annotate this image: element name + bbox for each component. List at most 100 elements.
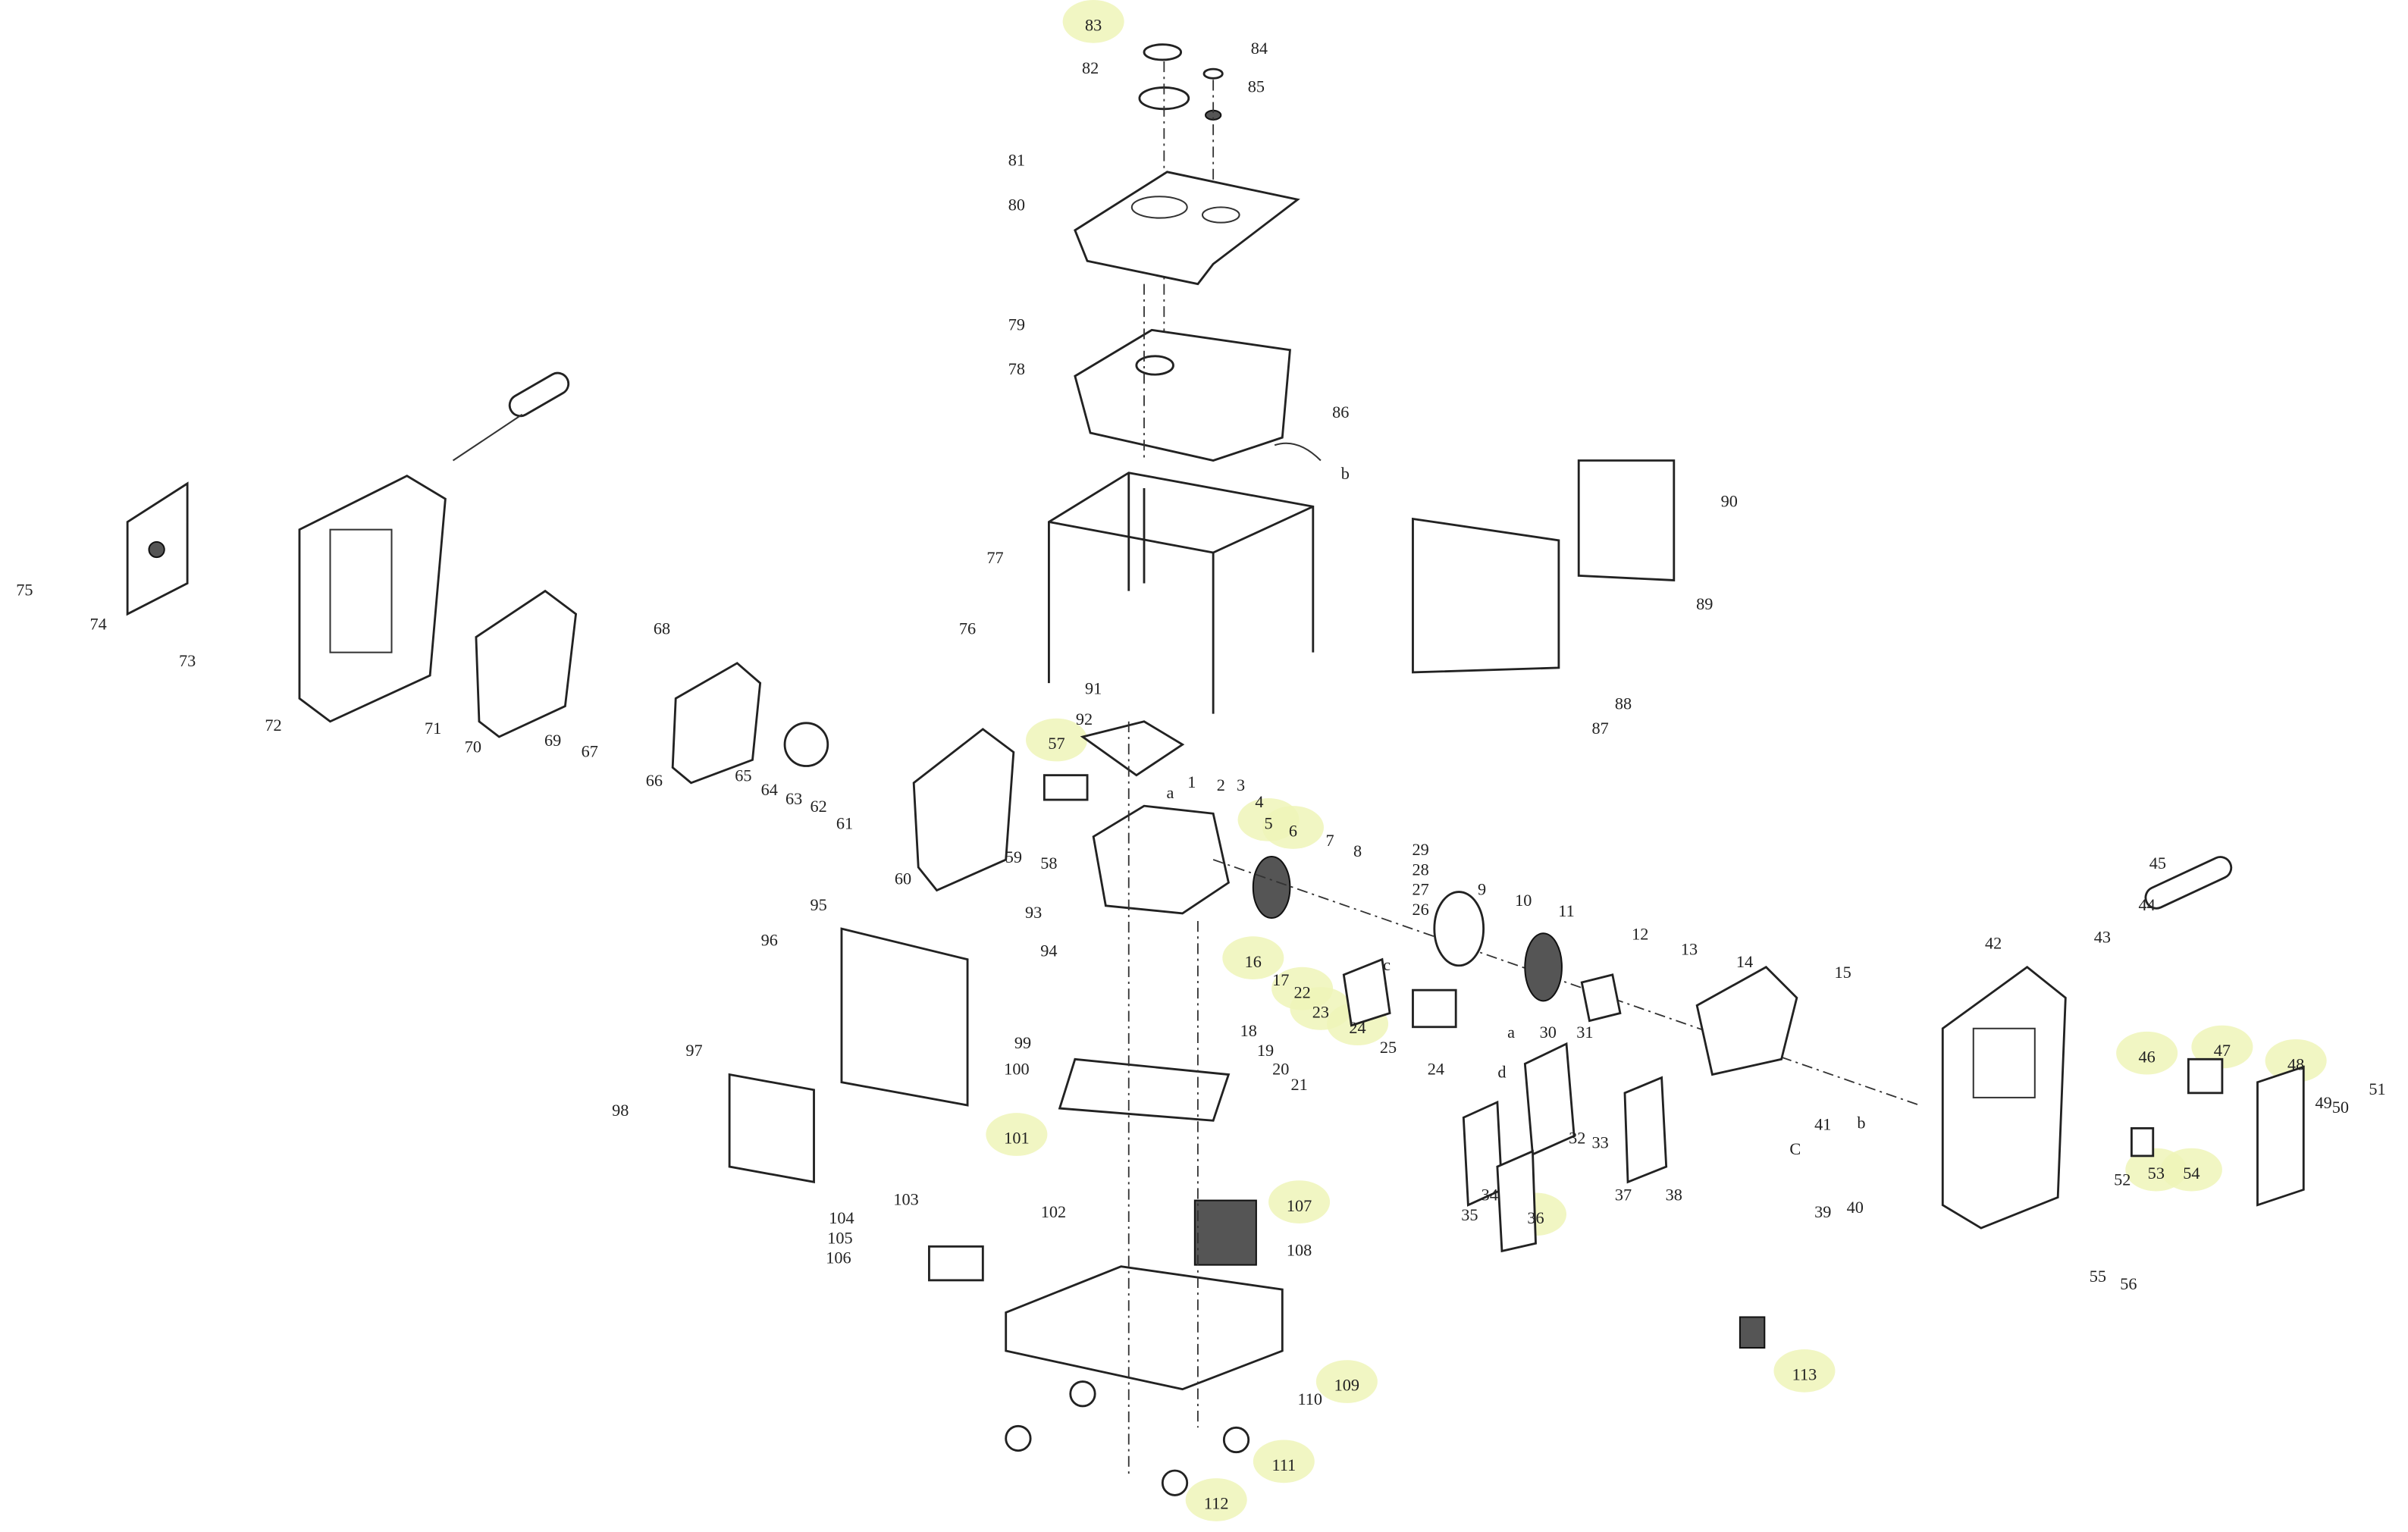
part-number-label: 112 [1204,1494,1229,1513]
part-number-label: 3 [1237,775,1245,794]
label-highlight [1185,1478,1247,1521]
part-number-label: 28 [1412,860,1428,879]
part-number-label: 107 [1287,1196,1312,1215]
filter-pad [1496,1149,1537,1253]
label-highlight [1315,1360,1378,1403]
part-number-label: 103 [893,1190,918,1209]
part-number-label: 53 [2148,1164,2165,1183]
part-number-label: 96 [761,930,778,949]
part-number-label: 61 [836,814,853,833]
label-highlight [2116,1031,2178,1075]
part-number-label: 99 [1014,1033,1031,1052]
air-box [1412,988,1457,1029]
flywheel [1433,891,1485,967]
caster-wheel [1069,1380,1096,1408]
part-number-label: 2 [1217,775,1225,794]
part-number-label: 43 [2094,927,2111,946]
rotor [1252,855,1291,919]
part-number-label: a [1507,1023,1515,1042]
part-number-label: 55 [2090,1267,2106,1286]
part-number-label: 25 [1380,1038,1397,1057]
part-number-label: 75 [16,581,33,600]
part-number-label: 51 [2369,1079,2385,1098]
part-number-label: 89 [1696,594,1713,613]
part-number-label: 93 [1025,903,1042,922]
part-number-label: 102 [1041,1202,1066,1221]
part-number-label: 78 [1008,359,1025,378]
part-number-label: 104 [829,1208,854,1227]
part-number-label: 34 [1481,1186,1498,1205]
label-highlight [2160,1148,2222,1192]
part-number-label: 19 [1257,1041,1274,1060]
part-number-label: 22 [1293,982,1310,1001]
control-panel [2256,1065,2305,1207]
part-number-label: 35 [1461,1205,1478,1224]
part-number-label: 10 [1515,891,1532,910]
part-number-label: b [1857,1113,1865,1132]
part-number-label: 12 [1632,924,1648,943]
front-access-door [728,1073,815,1183]
label-highlight [1268,1180,1331,1223]
part-number-label: 29 [1412,840,1428,859]
label-highlight [1253,1440,1315,1483]
part-number-label: 77 [986,548,1003,567]
part-number-label: 69 [544,731,561,750]
part-number-label: 44 [2139,895,2156,914]
part-number-label: 94 [1040,941,1057,960]
starter-motor [1043,774,1089,801]
frame [1048,472,1315,714]
label-highlight [1062,0,1124,43]
part-number-label: 23 [1312,1003,1329,1022]
part-number-label: 105 [827,1228,852,1247]
label-highlight [1262,806,1324,849]
part-number-label: 39 [1814,1202,1831,1221]
part-number-label: 95 [810,895,826,914]
part-number-label: 45 [2149,854,2166,873]
part-number-label: 101 [1004,1129,1029,1148]
part-number-label: 67 [582,741,598,760]
part-number-label: 92 [1076,710,1093,728]
part-number-label: 7 [1326,831,1334,850]
vent-cap [1202,67,1224,80]
part-number-label: 57 [1048,734,1064,753]
part-number-label: 88 [1615,694,1632,713]
part-number-label: 108 [1287,1240,1312,1259]
part-number-label: 13 [1681,940,1698,959]
part-number-label: 97 [685,1041,702,1060]
part-number-label: 16 [1245,952,1262,971]
rear-panel [1412,517,1560,674]
part-number-label: 47 [2214,1041,2231,1060]
part-number-label: 54 [2183,1164,2199,1183]
part-number-label: 109 [1334,1376,1359,1395]
fan-cover [912,728,1015,892]
part-number-label: 65 [735,766,751,785]
label-highlight [2265,1039,2327,1082]
part-number-label: 66 [646,771,663,790]
right-handle [2144,856,2233,910]
carburetor [1342,957,1391,1027]
part-number-label: C [1789,1139,1801,1158]
part-number-label: 37 [1615,1186,1632,1205]
part-number-label: 48 [2287,1054,2304,1073]
part-number-label: 46 [2139,1047,2156,1066]
part-number-label: c [1383,955,1391,974]
fuel-cap [1143,43,1183,61]
part-number-label: 63 [785,789,802,808]
left-side-cover [298,475,447,723]
part-number-label: 80 [1008,195,1025,214]
part-number-label: 64 [761,780,778,799]
label-highlight [2191,1025,2253,1069]
caster-wheel [1161,1469,1189,1496]
caster-wheel [1222,1426,1250,1454]
part-number-label: 70 [465,737,481,756]
part-number-label: 8 [1353,841,1362,860]
label-highlight [1773,1349,1836,1393]
caster-wheel [1005,1424,1032,1452]
part-number-label: 56 [2120,1274,2137,1293]
part-number-label: 18 [1240,1021,1257,1040]
part-number-label: 32 [1569,1129,1585,1148]
part-number-label: 85 [1248,77,1265,96]
part-number-label: 81 [1008,151,1025,170]
